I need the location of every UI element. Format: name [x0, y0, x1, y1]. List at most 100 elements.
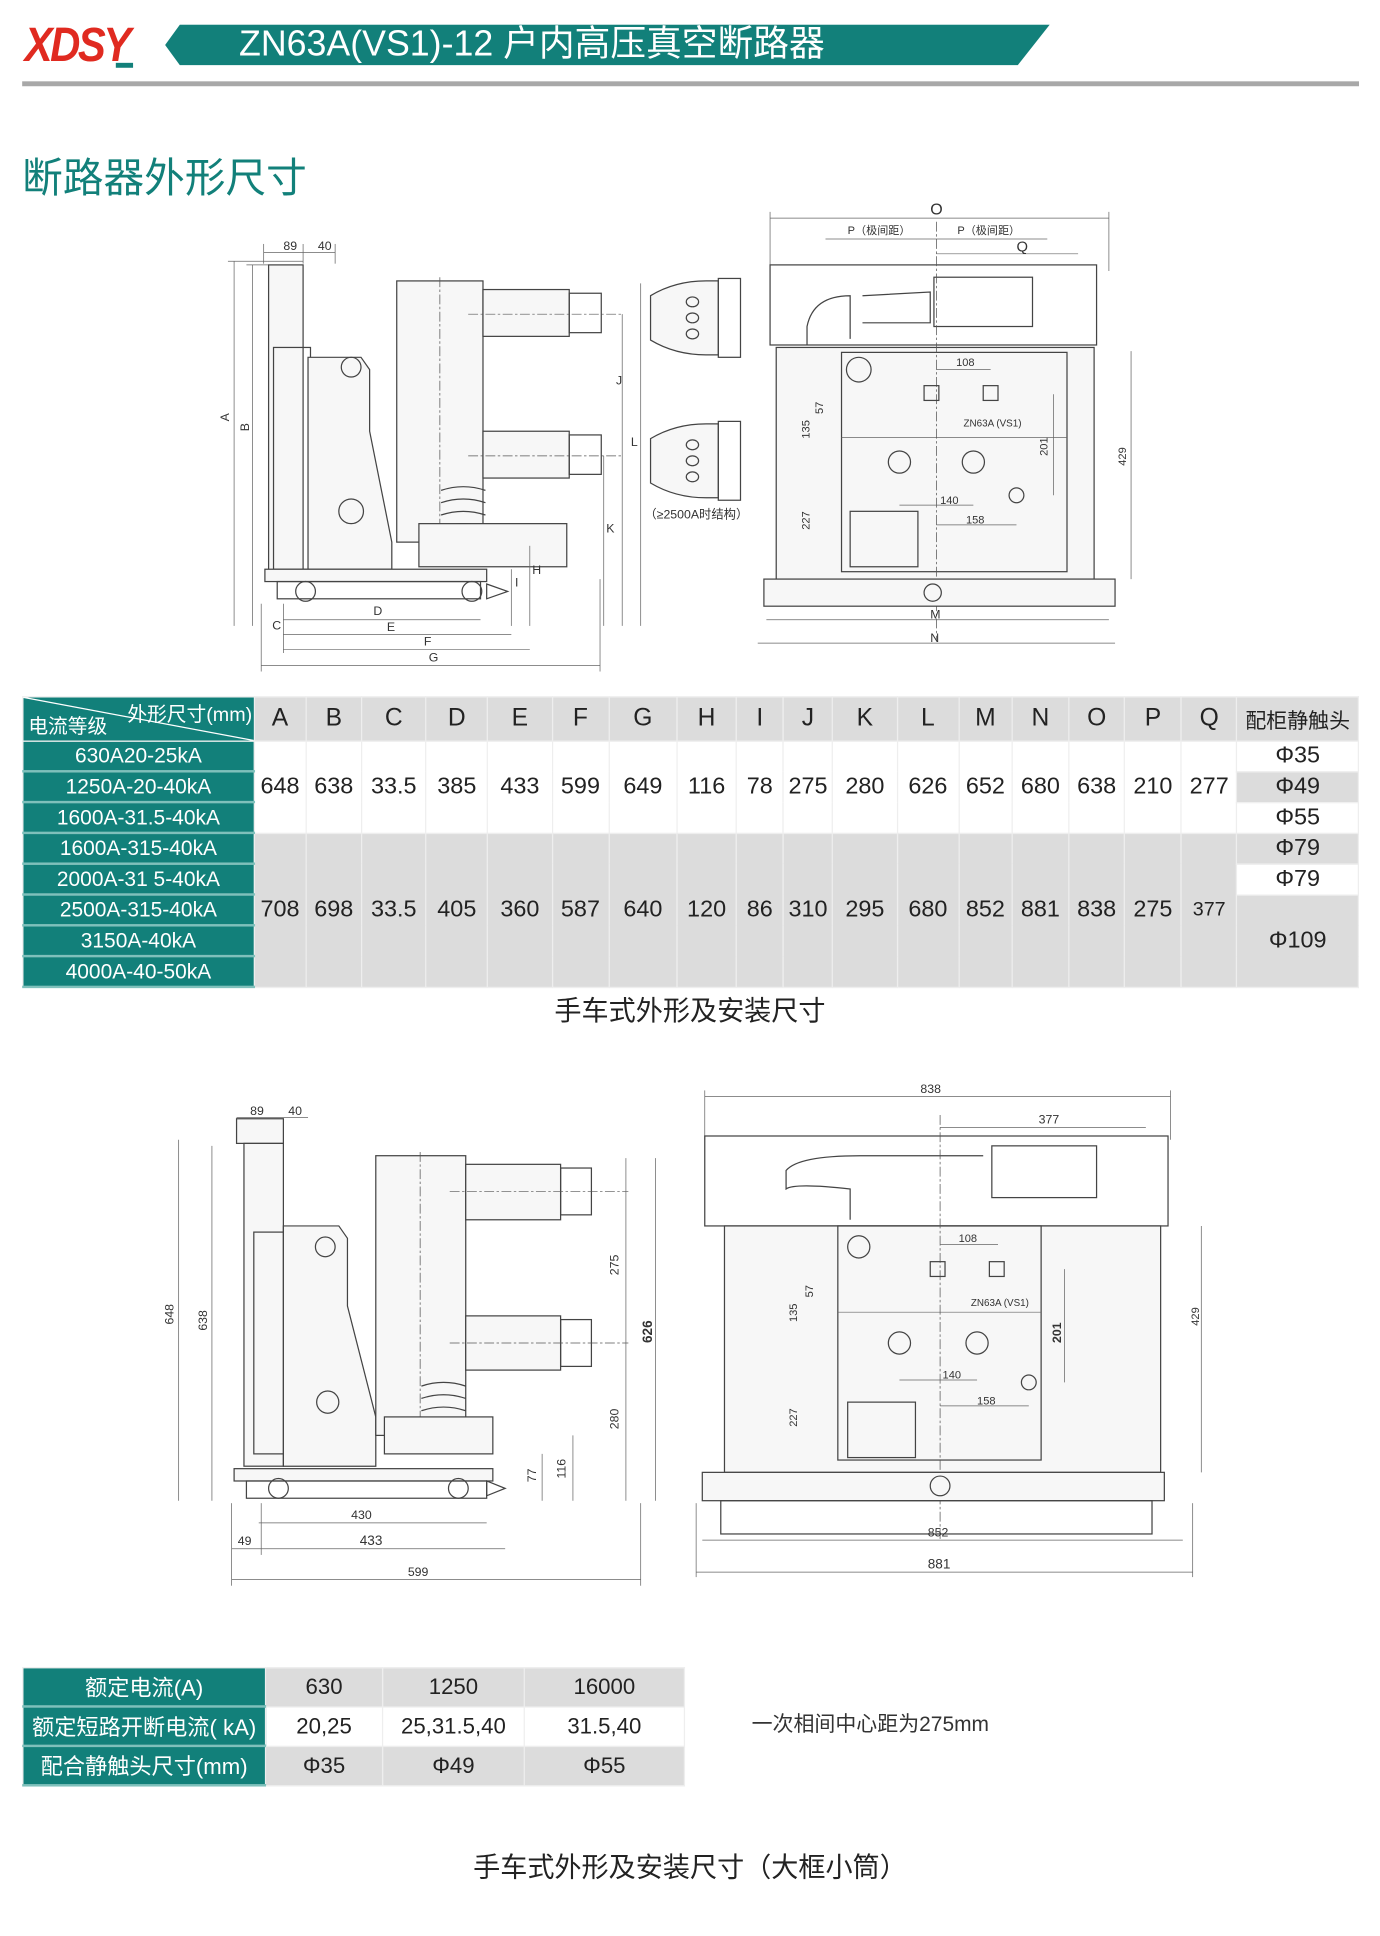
dim-626: 626 — [640, 1320, 655, 1343]
dim-108: 108 — [959, 1233, 977, 1245]
row-value: 16000 — [523, 1667, 686, 1708]
contact-size: Φ109 — [1236, 893, 1360, 988]
dim-C: C — [272, 619, 281, 633]
dim-201: 201 — [1038, 437, 1050, 455]
value-J: 310 — [782, 832, 834, 988]
column-header-D: D — [425, 696, 489, 742]
brand-logo: XDSY — [22, 18, 134, 72]
drawing1-front-view: O P（极间距） P（极间距） Q 108 57 135 ZN63A (VS1)… — [757, 201, 1132, 645]
value-M: 852 — [958, 832, 1013, 988]
value-I: 86 — [735, 832, 784, 988]
dim-F: F — [424, 635, 432, 649]
dim-G: G — [429, 651, 439, 665]
rating-label: 1600A-315-40kA — [22, 832, 255, 865]
row-value: 630 — [264, 1667, 384, 1708]
model-label: ZN63A (VS1) — [971, 1298, 1029, 1309]
contact-size: Φ79 — [1236, 832, 1360, 865]
value-E: 360 — [487, 832, 553, 988]
dim-852: 852 — [928, 1525, 949, 1539]
dim-D: D — [373, 604, 382, 618]
corner-bottom-label: 电流等级 — [28, 717, 108, 739]
row-value: 31.5,40 — [523, 1705, 686, 1747]
dim-140: 140 — [943, 1370, 961, 1382]
section-title: 断路器外形尺寸 — [22, 155, 307, 201]
value-E: 433 — [487, 740, 553, 834]
value-B: 638 — [305, 740, 363, 834]
dim-201: 201 — [1050, 1322, 1064, 1343]
drawing1-side-view: 89 40 A B J L K H I — [218, 239, 642, 672]
logo-accent — [115, 62, 134, 68]
value-B: 698 — [305, 832, 363, 988]
dim-135: 135 — [800, 420, 812, 438]
row-value: 25,31.5,40 — [381, 1705, 525, 1747]
row-value: Φ35 — [264, 1745, 384, 1786]
column-header-contact: 配柜静触头 — [1236, 696, 1360, 742]
column-header-I: I — [735, 696, 784, 742]
dim-648: 648 — [163, 1304, 177, 1325]
phase-spacing-note: 一次相间中心距为275mm — [751, 1712, 989, 1737]
value-N: 680 — [1011, 740, 1070, 834]
row-value: Φ55 — [523, 1745, 686, 1786]
page-title: ZN63A(VS1)-12 户内高压真空断路器 — [239, 24, 825, 65]
column-header-J: J — [782, 696, 834, 742]
banner-shape — [165, 24, 1050, 66]
table-row: 4000A-40-50kA — [22, 955, 1359, 989]
column-header-A: A — [253, 696, 307, 742]
row-label: 额定电流(A) — [22, 1667, 267, 1708]
dim-227: 227 — [800, 511, 812, 529]
column-header-H: H — [676, 696, 737, 742]
dim-49: 49 — [238, 1534, 252, 1548]
value-D: 405 — [425, 832, 489, 988]
dim-158: 158 — [977, 1396, 995, 1408]
header-divider — [22, 81, 1360, 87]
contact-size: Φ55 — [1236, 801, 1360, 834]
dim-280: 280 — [608, 1409, 622, 1430]
drawing2-side-view: 89 40 648 638 275 626 280 116 — [163, 1104, 656, 1586]
dim-40: 40 — [318, 239, 332, 253]
caption-large-frame: 手车式外形及安装尺寸（大框小筒） — [473, 1851, 907, 1883]
value-N: 881 — [1011, 832, 1070, 988]
column-header-N: N — [1011, 696, 1070, 742]
column-header-P: P — [1123, 696, 1182, 742]
value-A: 648 — [253, 740, 307, 834]
column-header-O: O — [1068, 696, 1126, 742]
value-K: 295 — [832, 832, 898, 988]
model-label: ZN63A (VS1) — [964, 418, 1022, 429]
value-L: 680 — [896, 832, 960, 988]
dim-838: 838 — [920, 1082, 941, 1096]
dim-57: 57 — [804, 1285, 816, 1297]
column-header-K: K — [832, 696, 898, 742]
value-F: 599 — [551, 740, 610, 834]
value-P: 210 — [1123, 740, 1182, 834]
rating-label: 4000A-40-50kA — [22, 955, 255, 989]
contact-size: Φ79 — [1236, 863, 1360, 896]
value-O: 638 — [1068, 740, 1126, 834]
dim-433: 433 — [360, 1533, 383, 1548]
dim-M: M — [930, 608, 940, 622]
value-G: 640 — [608, 832, 678, 988]
dim-O: O — [930, 201, 942, 218]
value-C: 33.5 — [360, 832, 427, 988]
dim-377: 377 — [1039, 1113, 1060, 1127]
dim-Q: Q — [1016, 239, 1027, 255]
value-Q: 377 — [1180, 832, 1238, 988]
dim-L: L — [631, 435, 638, 449]
rating-label: 1600A-31.5-40kA — [22, 801, 255, 835]
value-A: 708 — [253, 832, 307, 988]
dim-108: 108 — [956, 357, 974, 369]
column-header-L: L — [896, 696, 960, 742]
dim-158: 158 — [966, 515, 984, 527]
value-K: 280 — [832, 740, 898, 834]
value-H: 120 — [676, 832, 737, 988]
row-value: 1250 — [381, 1667, 525, 1708]
value-P: 275 — [1123, 832, 1182, 988]
logo-text: XDSY — [24, 18, 132, 73]
column-header-Q: Q — [1180, 696, 1238, 742]
